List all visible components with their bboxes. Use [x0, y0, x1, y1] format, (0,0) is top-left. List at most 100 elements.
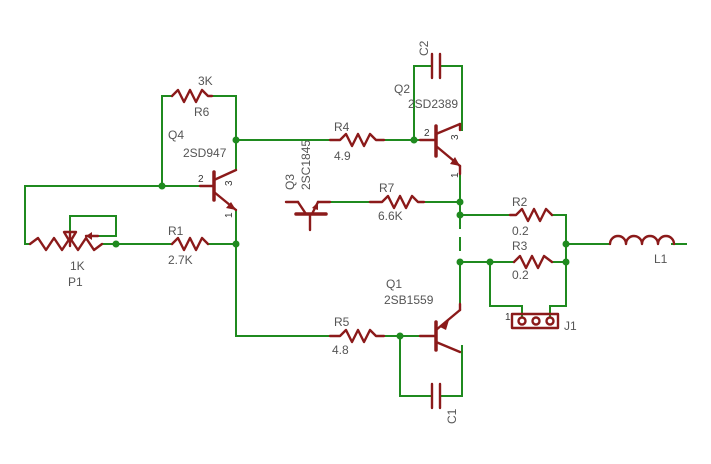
j1-pin-icon: [517, 316, 527, 326]
resistor-zigzag-icon: [368, 194, 426, 210]
capacitor-c1[interactable]: C1: [430, 382, 459, 424]
wire-c1-right: [441, 345, 463, 397]
inductor-l1[interactable]: L1: [608, 234, 676, 266]
resistor-r2[interactable]: R2 0.2: [508, 195, 554, 238]
q1-name-label: Q1: [386, 277, 402, 291]
p1-value-label: 1K: [70, 259, 85, 273]
inductor-coil-icon: [608, 234, 676, 246]
j1-body: [510, 312, 560, 330]
r2-name-label: R2: [512, 195, 528, 209]
q1-value-label: 2SB1559: [384, 293, 434, 307]
junctions: [112, 136, 570, 340]
resistor-r4[interactable]: R4 4.9: [328, 120, 386, 163]
q3-value-label: 2SC1845: [299, 140, 313, 190]
r5-value-label: 4.8: [332, 343, 349, 357]
wire-p1-wiper: [69, 215, 117, 237]
wire-c2-right: [441, 65, 463, 131]
junction-dot: [232, 240, 240, 248]
c2-name-label: C2: [417, 40, 431, 56]
junction-dot: [456, 211, 464, 219]
potentiometer-p1[interactable]: 1K P1: [28, 230, 104, 289]
junction-dot: [562, 258, 570, 266]
junction-dot: [456, 258, 464, 266]
q3-emitter-arrow-icon: [312, 202, 318, 210]
resistor-r3[interactable]: R3 0.2: [512, 239, 554, 282]
wires: [24, 65, 687, 397]
transistor-q4[interactable]: 2 3 1 Q4 2SD947: [168, 128, 238, 218]
q4-emitter-arrow-icon: [226, 202, 236, 210]
q1-collector: [434, 340, 462, 354]
wire-j1-left: [489, 261, 523, 317]
j1-pin-icon: [531, 316, 541, 326]
j1-pin-1-label: 1: [505, 312, 511, 323]
resistor-r5[interactable]: R5 4.8: [328, 315, 386, 357]
junction-dot: [232, 136, 240, 144]
resistor-zigzag-icon: [170, 236, 210, 252]
pot-side-arrow-icon: [86, 232, 92, 240]
resistor-r7[interactable]: R7 6.6K: [368, 181, 426, 223]
q2-pin-1-label: 1: [450, 172, 461, 178]
pot-wiper-arrow-icon: [62, 230, 78, 244]
resistor-zigzag-icon: [328, 132, 386, 148]
wire-r2-right: [551, 214, 567, 245]
q4-name-label: Q4: [168, 128, 184, 142]
q4-value-label: 2SD947: [183, 146, 227, 160]
wire-p1-left-loop: [24, 185, 163, 245]
junction-dot: [410, 136, 418, 144]
resistor-r1[interactable]: R1 2.7K: [168, 224, 210, 267]
q4-collector: [212, 168, 238, 182]
q4-pin-2-label: 2: [198, 174, 204, 185]
transistor-q3[interactable]: Q3 2SC1845: [283, 140, 332, 232]
r6-value-label: 3K: [198, 74, 213, 88]
r3-name-label: R3: [512, 239, 528, 253]
j1-name-label: J1: [564, 319, 577, 333]
connector-j1[interactable]: 1 J1: [505, 312, 577, 333]
transistor-q2[interactable]: 2 3 1 Q2 2SD2389: [394, 82, 462, 178]
q3-collector: [296, 200, 308, 216]
l1-name-label: L1: [654, 252, 668, 266]
r4-name-label: R4: [334, 120, 350, 134]
r7-name-label: R7: [379, 181, 395, 195]
q1-emitter-arrow-icon: [440, 320, 449, 330]
q4-pin-1-label: 1: [224, 212, 235, 218]
r7-value-label: 6.6K: [378, 209, 403, 223]
c1-name-label: C1: [445, 408, 459, 424]
q3-name-label: Q3: [283, 174, 297, 190]
q2-value-label: 2SD2389: [408, 97, 458, 111]
junction-dot: [456, 198, 464, 206]
resistor-r6[interactable]: 3K R6: [170, 74, 214, 119]
junction-dot: [396, 332, 404, 340]
capacitor-c2[interactable]: C2: [417, 40, 442, 80]
wire-r6-right: [209, 95, 237, 141]
wire-r6-loop: [161, 95, 173, 187]
q4-pin-3-label: 3: [224, 180, 235, 186]
r6-name-label: R6: [194, 105, 210, 119]
junction-dot: [562, 240, 570, 248]
resistor-zigzag-icon: [512, 254, 554, 270]
junction-dot: [112, 240, 120, 248]
r1-name-label: R1: [168, 224, 184, 238]
q2-name-label: Q2: [394, 82, 410, 96]
transistor-q1[interactable]: Q1 2SB1559: [384, 277, 462, 354]
resistor-zigzag-icon: [328, 328, 386, 344]
wire-q4-emitter: [235, 209, 331, 337]
q2-pin-2-label: 2: [424, 128, 430, 139]
r4-value-label: 4.9: [334, 149, 351, 163]
junction-dot: [486, 258, 494, 266]
wire-c1-left: [399, 335, 431, 397]
r5-name-label: R5: [334, 315, 350, 329]
wire-j1-right: [549, 261, 567, 317]
q2-pin-3-label: 3: [450, 134, 461, 140]
j1-pin-icon: [545, 316, 555, 326]
resistor-zigzag-icon: [170, 88, 214, 104]
r3-value-label: 0.2: [512, 268, 529, 282]
junction-dot: [158, 182, 166, 190]
p1-name-label: P1: [68, 275, 83, 289]
r1-value-label: 2.7K: [168, 253, 193, 267]
resistor-zigzag-icon: [508, 207, 554, 223]
q2-collector: [434, 122, 462, 136]
q2-emitter-arrow-icon: [450, 157, 460, 166]
r2-value-label: 0.2: [512, 224, 529, 238]
